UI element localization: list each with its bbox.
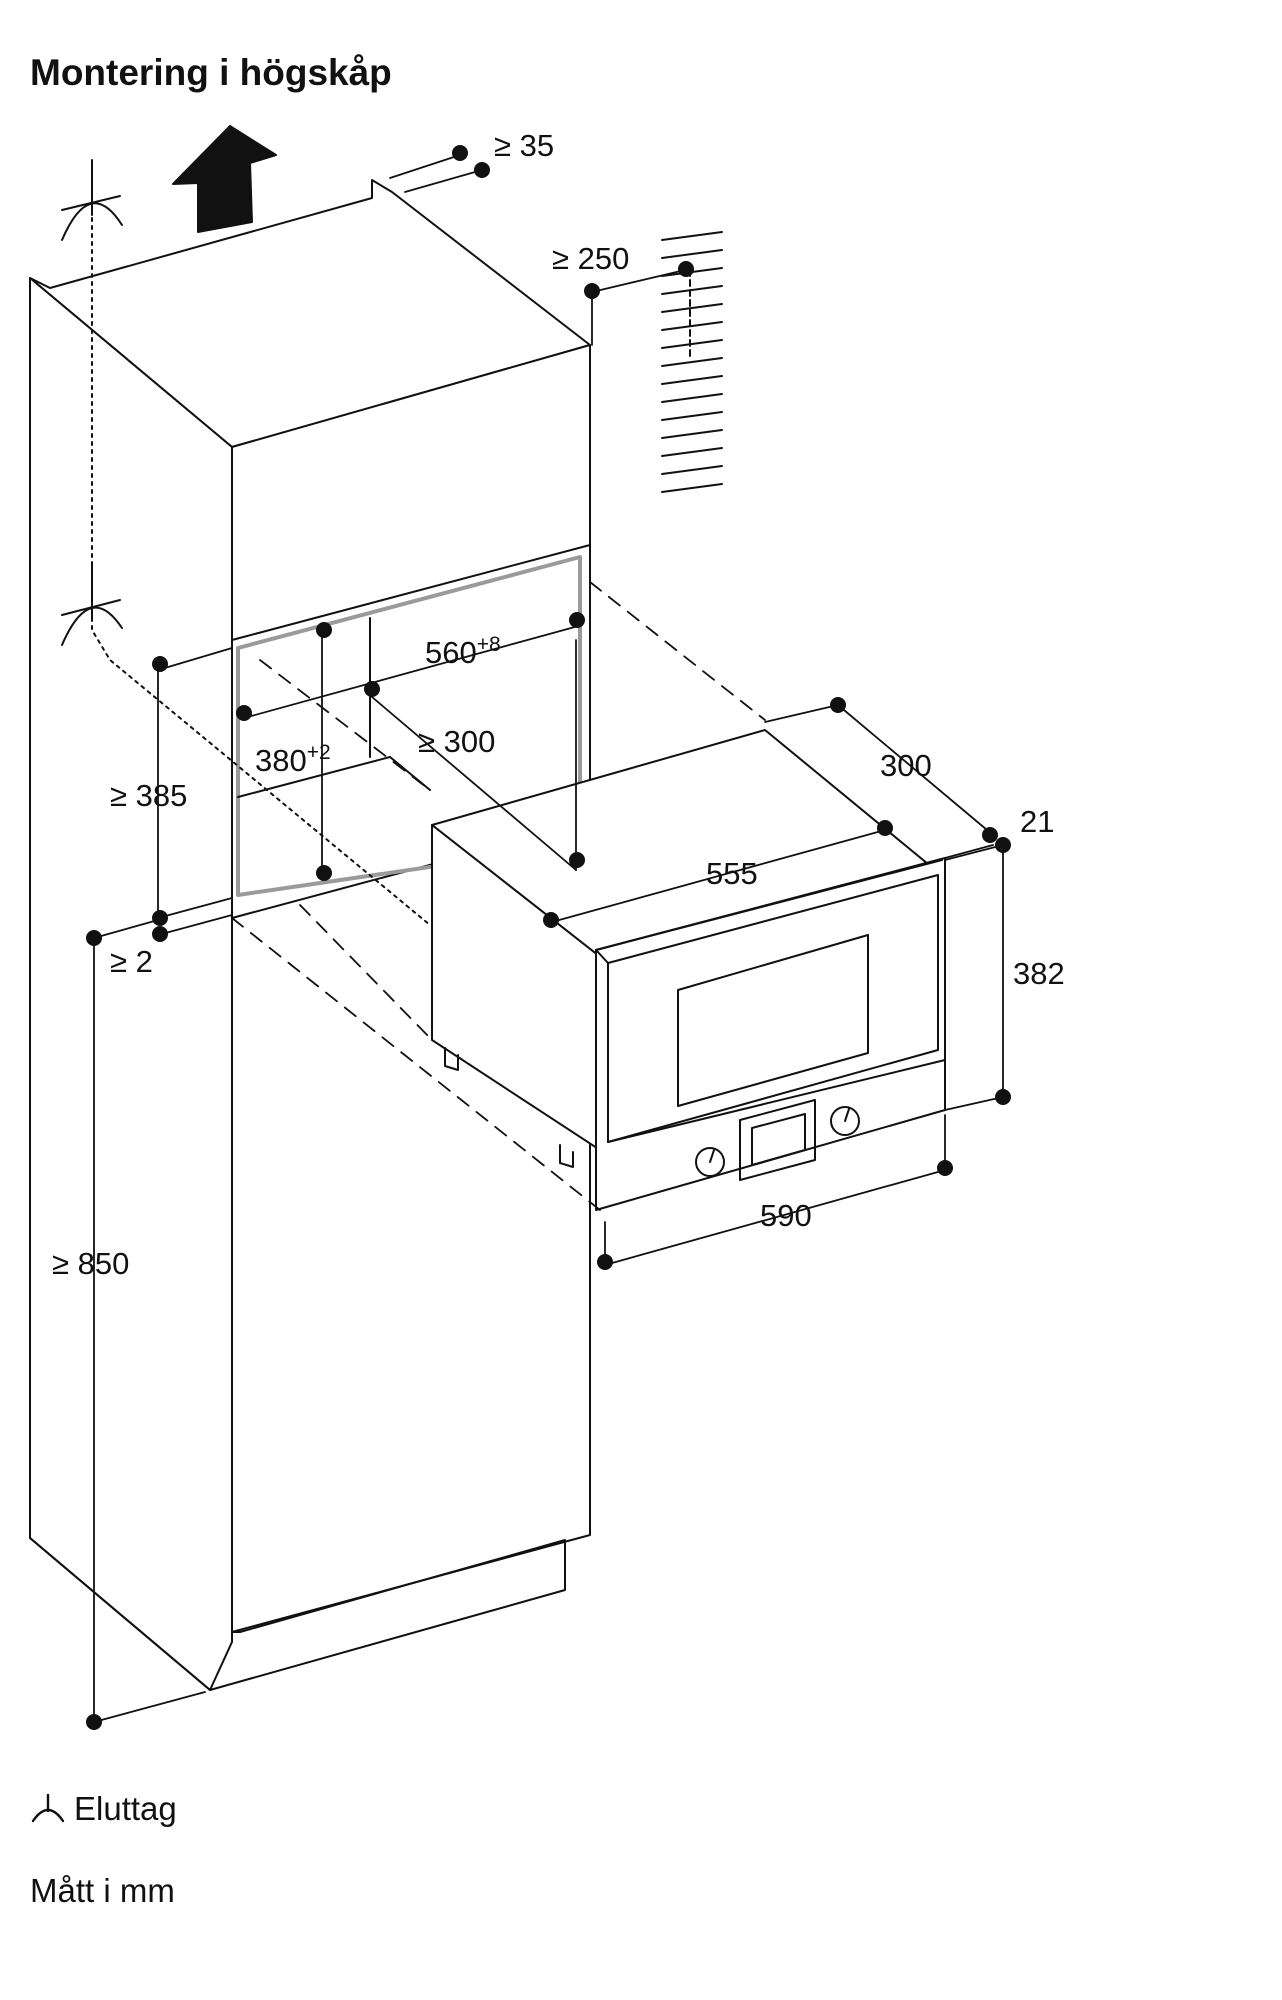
dim-appliance-depth: 300 xyxy=(880,748,932,783)
power-socket-icon xyxy=(61,159,123,646)
dimension-labels: ≥ 35 ≥ 250 560+8 380+2 ≥ 300 ≥ 385 ≥ 2 ≥… xyxy=(52,128,1065,1281)
dim-opening-height: ≥ 385 xyxy=(110,778,187,813)
dim-appliance-body-width: 555 xyxy=(706,856,758,891)
page-title: Montering i högskåp xyxy=(30,52,392,93)
dim-niche-width: 560+8 xyxy=(425,633,501,670)
dim-niche-height: 380+2 xyxy=(255,741,331,778)
dim-niche-depth: ≥ 300 xyxy=(418,724,495,759)
dim-bottom-gap: ≥ 2 xyxy=(110,944,153,979)
dim-appliance-width: 590 xyxy=(760,1198,812,1233)
projection-lines xyxy=(231,581,766,1211)
dim-floor-height: ≥ 850 xyxy=(52,1246,129,1281)
dimension-lines xyxy=(93,154,1004,1723)
appliance xyxy=(431,729,946,1211)
dim-front-offset: 21 xyxy=(1020,804,1054,839)
units-note: Mått i mm xyxy=(30,1872,175,1909)
legend-socket: Eluttag xyxy=(30,1790,177,1828)
dim-rear-gap: ≥ 250 xyxy=(552,241,629,276)
power-socket-icon xyxy=(31,1793,65,1823)
dimension-dots xyxy=(86,145,1011,1730)
ventilation-arrow-icon xyxy=(172,125,277,233)
cable-path xyxy=(91,209,431,926)
dim-top-gap: ≥ 35 xyxy=(494,128,554,163)
dim-appliance-height: 382 xyxy=(1013,956,1065,991)
rear-wall-hatch xyxy=(661,231,723,493)
legend-socket-label: Eluttag xyxy=(74,1790,177,1827)
